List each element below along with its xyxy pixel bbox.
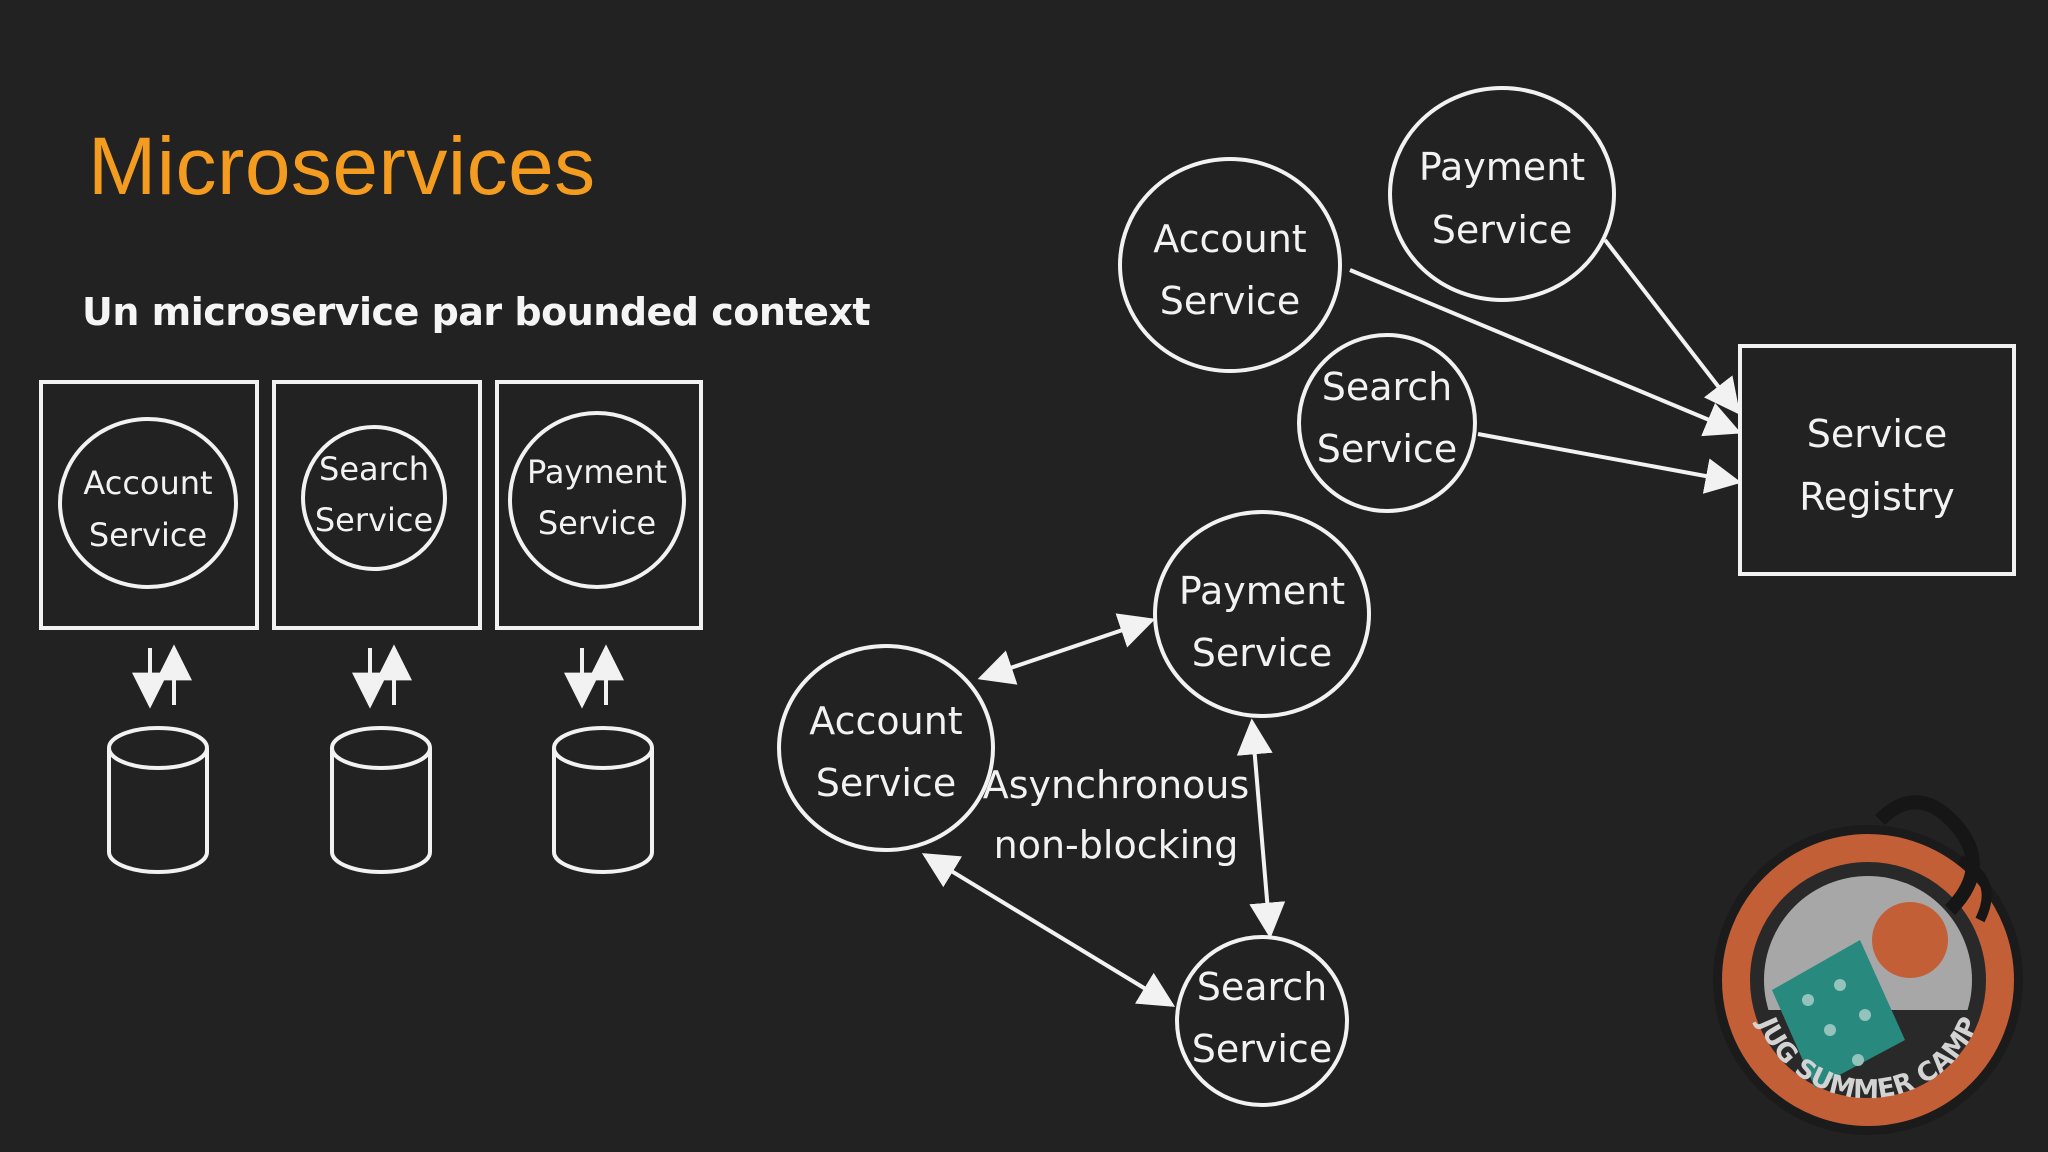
bounded-context-diagram: [39, 380, 703, 874]
async-account-label-2: Service: [816, 761, 956, 805]
registry-payment-label-1: Payment: [1419, 145, 1585, 189]
registry-search-label-1: Search: [1322, 365, 1453, 409]
database-account: [107, 726, 209, 874]
arrow-account-payment: [977, 613, 1156, 685]
jug-summer-camp-logo: JUG SUMMER CAMP: [1713, 795, 2023, 1135]
arrow-search-to-registry: [1477, 432, 1742, 494]
registry-payment-circle: [1388, 86, 1616, 302]
registry-search-label-2: Service: [1317, 427, 1457, 471]
context-box-search: [272, 380, 482, 630]
account-service-circle: [58, 417, 238, 589]
async-diagram: [777, 510, 1371, 1107]
async-account-label-1: Account: [809, 699, 962, 743]
slide-subtitle: Un microservice par bounded context: [82, 290, 871, 334]
arrow-account-search: [921, 853, 1176, 1007]
service-registry-box: [1738, 344, 2016, 576]
async-labels: Account Service Payment Service Search S…: [809, 569, 1345, 1071]
left-account-label-2: Service: [89, 516, 207, 554]
left-payment-label-2: Service: [538, 504, 656, 542]
db-arrows-search: [352, 644, 412, 709]
service-registry-diagram: [1118, 86, 2016, 576]
payment-service-circle: [508, 411, 686, 589]
async-account-circle: [777, 644, 995, 852]
service-registry-labels: Account Service Payment Service Search S…: [1153, 145, 1955, 519]
left-search-label-1: Search: [319, 450, 429, 488]
async-payment-label-2: Service: [1192, 631, 1332, 675]
registry-account-label-2: Service: [1160, 279, 1300, 323]
registry-payment-label-2: Service: [1432, 208, 1572, 252]
registry-search-circle: [1297, 333, 1477, 513]
db-arrows-payment: [564, 644, 624, 709]
bounded-context-labels: Account Service Search Service Payment S…: [83, 450, 667, 554]
async-search-label-2: Service: [1192, 1027, 1332, 1071]
async-search-label-1: Search: [1197, 965, 1328, 1009]
registry-account-label-1: Account: [1153, 217, 1306, 261]
slide-title: Microservices: [88, 121, 596, 212]
async-payment-circle: [1153, 510, 1371, 718]
search-service-circle: [301, 425, 447, 571]
arrow-payment-search: [1236, 718, 1286, 939]
async-label-1: Asynchronous: [983, 763, 1250, 807]
left-account-label-1: Account: [83, 464, 212, 502]
arrow-payment-to-registry: [1603, 238, 1741, 415]
async-label-2: non-blocking: [994, 823, 1239, 867]
registry-label-2: Registry: [1799, 475, 1955, 519]
left-payment-label-1: Payment: [527, 453, 667, 491]
async-payment-label-1: Payment: [1179, 569, 1345, 613]
database-payment: [552, 726, 654, 874]
left-search-label-2: Service: [315, 501, 433, 539]
async-search-circle: [1175, 935, 1349, 1107]
database-search: [330, 726, 432, 874]
registry-account-circle: [1118, 157, 1342, 373]
db-arrows-account: [132, 644, 192, 709]
registry-label-1: Service: [1807, 412, 1947, 456]
arrow-account-to-registry: [1349, 268, 1742, 437]
context-box-account: [39, 380, 259, 630]
context-box-payment: [495, 380, 703, 630]
